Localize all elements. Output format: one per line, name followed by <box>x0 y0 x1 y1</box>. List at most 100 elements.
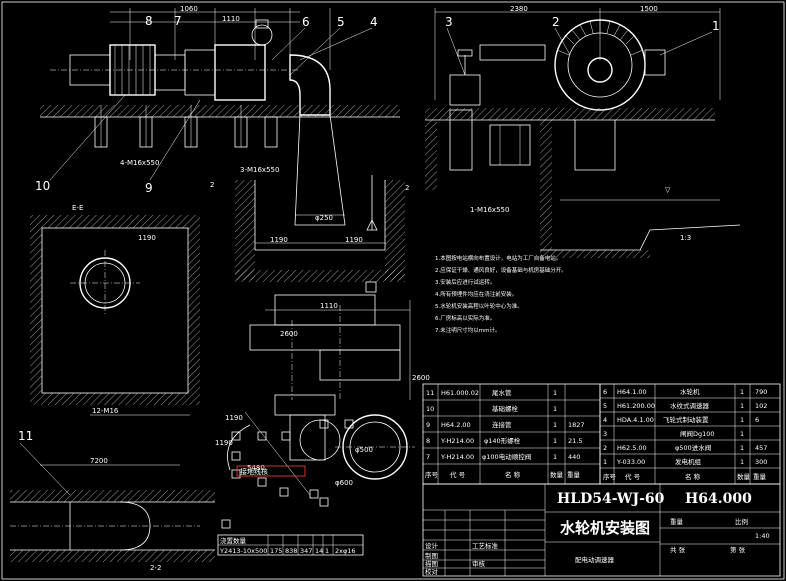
callout-1: 1 <box>712 19 720 33</box>
tl-r2-c3: 1 <box>553 421 557 429</box>
tr-r4-c2: φ500进水阀 <box>675 443 711 452</box>
foundation-plan: 2600 1110 2600 <box>249 294 430 400</box>
dim-side-top2: 1500 <box>640 5 658 13</box>
runner-hub <box>587 57 613 83</box>
tr-r1-c3: 1 <box>740 402 744 410</box>
parts-list-right: 6 H64.1.00 水轮机 1 790 5 H61.200.00 水纹式调速器… <box>599 383 781 485</box>
note-0: 1.本图按电站横向布置设计，电站为工厂自备电站。 <box>435 254 561 262</box>
note-4: 5.水轮机安装高程以叶轮中心为准。 <box>435 302 523 310</box>
dim-top-2: 1110 <box>222 15 240 23</box>
section-22-label: 2-2 <box>150 564 161 572</box>
note-5: 6.厂房标高以实际为准。 <box>435 314 495 322</box>
weight-label: 重量 <box>670 518 684 526</box>
dim-found: 2600 <box>412 374 430 382</box>
tr-r3-c0: 3 <box>603 430 607 438</box>
turbine-body <box>214 44 266 101</box>
dim-flange: φ500 <box>355 446 373 454</box>
tl-r3-c1: Y-H214.00 <box>440 437 474 445</box>
technical-notes: 1.本图按电站横向布置设计，电站为工厂自备电站。 2.应保证干燥、通风良好，设备… <box>435 254 567 334</box>
small-table-header: 浇置数量 <box>220 536 247 545</box>
draft-tube-side <box>574 120 616 171</box>
small-table-cell-4: 14 <box>315 547 323 555</box>
sign-check: 校对 <box>425 567 439 576</box>
callout-7: 7 <box>174 14 182 28</box>
tl-r3-c0: 8 <box>426 437 430 445</box>
drawing-title: 水轮机安装图 <box>560 519 650 537</box>
slope-label: 1:3 <box>680 234 691 242</box>
tr-r4-c4: 457 <box>755 444 767 452</box>
tl-r3-c2: φ140形螺栓 <box>484 436 521 445</box>
callout-9: 9 <box>145 181 153 195</box>
callout-3: 3 <box>445 15 453 29</box>
model-number: HLD54-WJ-60 <box>557 491 665 507</box>
tr-r1-c2: 水纹式调速器 <box>670 401 710 410</box>
callout-10: 10 <box>35 179 50 193</box>
dim-bolt-left: 4-M16x550 <box>120 159 159 167</box>
tr-r0-c4: 790 <box>755 388 767 396</box>
tl-h4: 重量 <box>567 471 581 479</box>
dim-flange-2: φ600 <box>335 479 353 487</box>
generator-side <box>644 49 666 76</box>
dim-bolt-e: 12-M16 <box>92 407 119 415</box>
tl-r2-c2: 连接管 <box>492 420 512 429</box>
section-e-e: E-E 1190 12-M16 <box>30 204 200 416</box>
tl-h0: 序号 <box>425 470 439 479</box>
callout-4: 4 <box>370 15 378 29</box>
tl-r1-c0: 10 <box>426 405 434 413</box>
note-6: 7.未注明尺寸均以mm计。 <box>435 326 500 334</box>
dim-pit-1: 1190 <box>270 236 288 244</box>
dim-22: 7200 <box>90 457 108 465</box>
governor-wheel <box>251 24 273 46</box>
tr-r2-c3: 1 <box>740 416 744 424</box>
tl-r4-c1: Y-H214.00 <box>440 453 474 461</box>
tr-r3-c3: 1 <box>740 430 744 438</box>
small-table-cell-2: 838 <box>285 547 297 555</box>
dim-detail-2: 1190 <box>215 439 233 447</box>
tl-r2-c1: H64.2.00 <box>441 421 471 429</box>
tl-h2: 名 称 <box>505 470 521 479</box>
small-table-cell-0: Y2413-10x500 <box>219 547 267 555</box>
dim-top-1: 1060 <box>180 5 198 13</box>
callout-11: 11 <box>18 429 33 443</box>
valve-support <box>449 109 473 171</box>
section-2-2: 11 7200 2-2 <box>10 429 215 572</box>
small-table-cell-3: 347 <box>300 547 312 555</box>
legend-box <box>236 465 306 477</box>
draft-cone-front <box>294 114 346 226</box>
tr-h4: 重量 <box>753 473 767 481</box>
sign-trace: 描图 <box>425 559 438 568</box>
small-table-cell-6: 2xφ16 <box>335 547 356 555</box>
note-1: 2.应保证干燥、通风良好，设备基础与机房基础分开。 <box>435 266 567 274</box>
inlet-pipe <box>479 44 546 61</box>
tr-r5-c4: 300 <box>755 458 767 466</box>
dim-bolt-mid: 3-M16x550 <box>240 166 279 174</box>
tl-r4-c2: φ100电动顺控阀 <box>482 452 531 461</box>
tr-r0-c0: 6 <box>603 388 607 396</box>
tr-r3-c2: 闸阀Dg100 <box>680 429 715 438</box>
note-2: 3.安装后应进行试运转。 <box>435 278 495 286</box>
flywheel-brake <box>184 49 216 96</box>
tr-r0-c3: 1 <box>740 388 744 396</box>
callout-6: 6 <box>302 15 310 29</box>
drawing-subtitle: 配电动调速器 <box>575 555 615 564</box>
tr-h3: 数量 <box>737 472 751 481</box>
marker-box-1 <box>365 281 377 293</box>
tl-r1-c2: 基础螺栓 <box>492 404 519 413</box>
tr-r5-c0: 1 <box>603 458 607 466</box>
legend-text: 接地线核 <box>240 467 268 476</box>
tl-r0-c2: 尾水管 <box>492 388 512 397</box>
coupling-housing <box>154 54 186 91</box>
note-3: 4.所有预埋件均应在浇注前安装。 <box>435 290 517 298</box>
dim-pipe: 5480 <box>247 464 265 472</box>
tl-r2-c4: 1827 <box>568 421 585 429</box>
front-elevation-view: 1060 1110 8 7 6 5 4 <box>35 5 409 293</box>
dim-cone: φ250 <box>315 214 333 222</box>
tr-r5-c2: 发电机组 <box>675 457 702 466</box>
tl-r3-c4: 21.5 <box>568 437 582 445</box>
small-table-cell-1: 175 <box>270 547 282 555</box>
pipe-section-detail: φ500 φ600 5480 接地线核 1190 1190 <box>215 394 415 529</box>
gate-valve <box>449 74 481 106</box>
tl-r4-c4: 440 <box>568 453 580 461</box>
tr-r2-c4: 6 <box>755 416 759 424</box>
tl-h1: 代 号 <box>450 470 466 479</box>
